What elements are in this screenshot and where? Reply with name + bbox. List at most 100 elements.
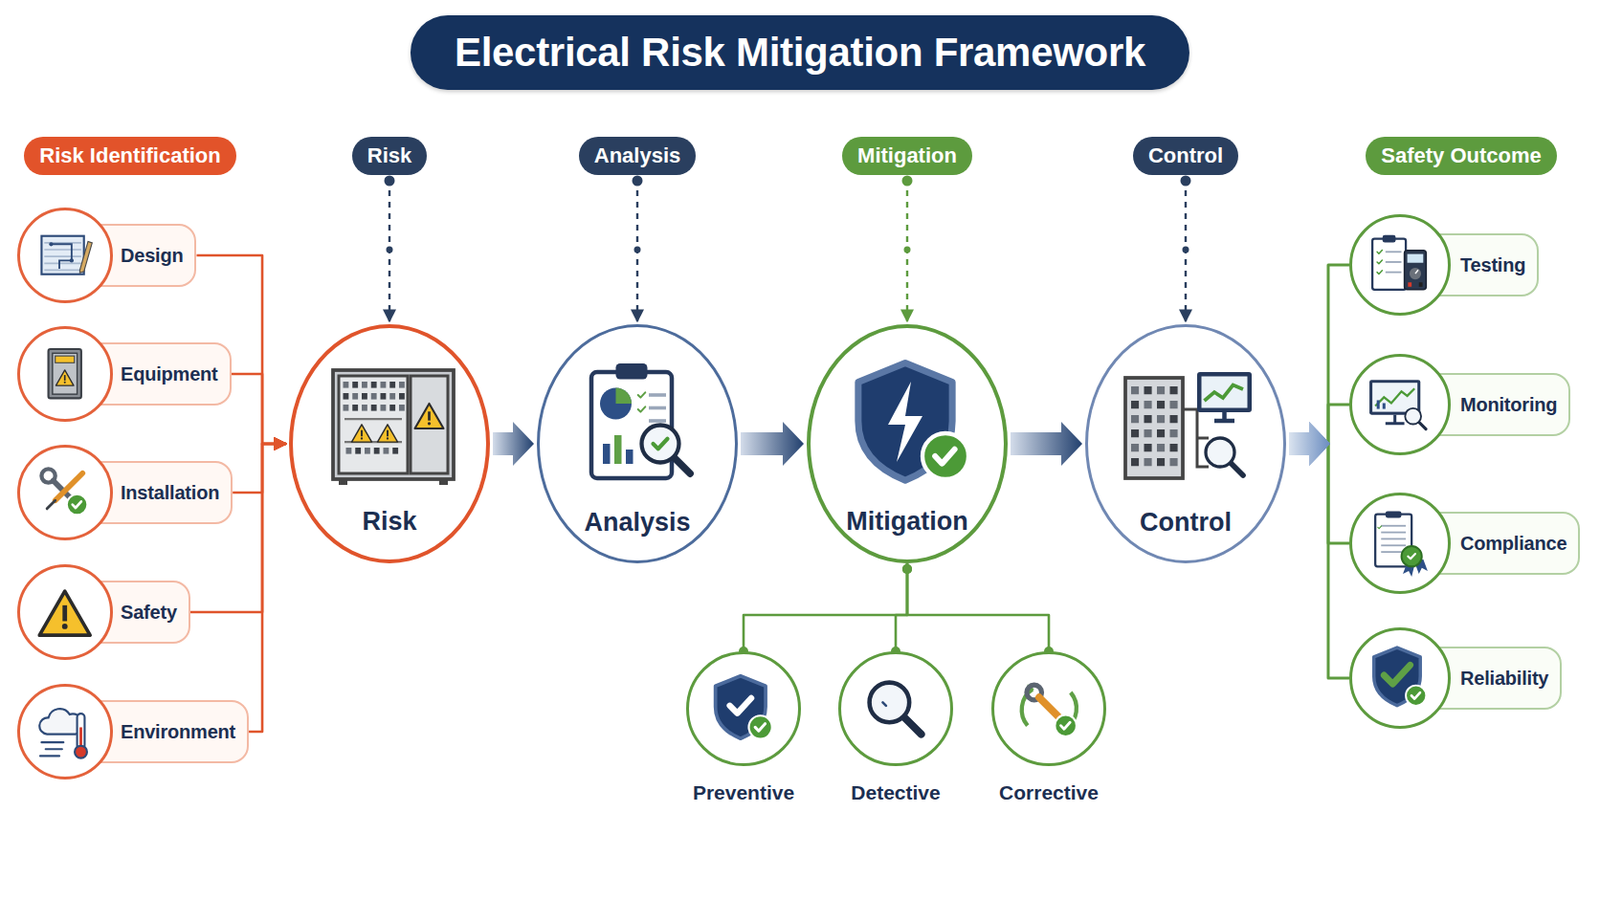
- strategy-ring: [686, 651, 801, 767]
- flow-connector: [902, 563, 1054, 657]
- header-pill: Mitigation: [842, 136, 973, 176]
- connector-dot: [385, 246, 393, 254]
- flow-connector: [902, 176, 913, 323]
- node-label: Reliability: [1460, 667, 1549, 690]
- icon: [1363, 642, 1437, 715]
- node-label: Analysis: [594, 143, 682, 168]
- flow-arrow: [740, 422, 804, 467]
- strategy-ring: [838, 651, 954, 767]
- node-label: Safety Outcome: [1380, 143, 1542, 168]
- icon: [321, 353, 466, 497]
- category-item: Environment: [17, 684, 249, 780]
- flow-connector: [632, 176, 644, 323]
- outcome-item: Compliance: [1349, 492, 1580, 595]
- header-pill: Control: [1133, 136, 1239, 176]
- strategy-circle: Detective: [819, 651, 973, 805]
- flow-connector: [1288, 265, 1350, 467]
- flow-arrow: [492, 422, 534, 467]
- node-label: Equipment: [120, 363, 219, 386]
- branch-line: [907, 563, 1049, 652]
- category-item: Equipment: [17, 326, 232, 423]
- stage-circle: Analysis: [536, 324, 738, 564]
- connector-group: [190, 176, 1350, 734]
- branch-line: [895, 563, 908, 652]
- icon: [854, 667, 938, 752]
- connector-dot: [902, 564, 912, 575]
- icon: [568, 352, 712, 496]
- node-label: Safety: [120, 601, 178, 624]
- outcome-item: Monitoring: [1349, 354, 1571, 456]
- flow-arrow: [1288, 422, 1331, 467]
- node-label: Monitoring: [1460, 394, 1557, 417]
- category-item: Safety: [17, 564, 191, 661]
- item-circle: [1349, 214, 1451, 316]
- node-label: Mitigation: [857, 143, 957, 168]
- connector-dot: [902, 176, 913, 187]
- item-circle: [1349, 627, 1451, 730]
- node-label: Installation: [120, 482, 220, 505]
- flow-connector: [890, 563, 912, 657]
- outcome-item: Testing: [1349, 214, 1539, 316]
- node-label: Compliance: [1460, 533, 1567, 556]
- strategy-circle: Preventive: [666, 651, 821, 805]
- bracket-line: [1328, 444, 1350, 544]
- flow-connector: [231, 374, 287, 445]
- outcome-item: Reliability: [1349, 627, 1562, 730]
- item-circle: [17, 326, 113, 423]
- icon: [839, 353, 983, 497]
- bracket-arrow: [248, 444, 287, 733]
- icon: [1116, 352, 1261, 496]
- node-label: Risk: [367, 143, 412, 168]
- header-pill: Risk Identification: [23, 136, 236, 176]
- item-circle: [1349, 354, 1451, 456]
- icon: [30, 697, 99, 766]
- category-item: Design: [17, 207, 197, 304]
- flow-arrow: [1288, 422, 1331, 467]
- node-label: Risk: [361, 507, 417, 537]
- item-circle: [17, 684, 113, 780]
- flow-arrow: [1288, 422, 1331, 467]
- node-label: Control: [1139, 508, 1232, 538]
- item-circle: [17, 564, 113, 661]
- flow-connector: [1288, 422, 1350, 679]
- icon: [1363, 228, 1437, 302]
- title-banner: Electrical Risk Mitigation Framework: [410, 15, 1190, 90]
- flow-connector: [248, 444, 287, 733]
- item-circle: [17, 444, 113, 541]
- node-label: Risk Identification: [39, 143, 221, 168]
- icon: [30, 458, 99, 527]
- node-label: Mitigation: [845, 507, 968, 537]
- strategy-ring: [991, 651, 1107, 767]
- item-circle: [17, 207, 113, 304]
- connector-dot: [902, 564, 912, 575]
- header-pill: Safety Outcome: [1365, 136, 1557, 176]
- flow-connector: [232, 444, 287, 493]
- node-label: Preventive: [692, 781, 795, 805]
- flow-connector: [1288, 422, 1350, 544]
- connector-dot: [1179, 176, 1191, 187]
- icon: [1007, 667, 1091, 752]
- node-label: Detective: [850, 781, 940, 805]
- node-label: Design: [120, 244, 183, 267]
- branch-line: [743, 563, 908, 652]
- flow-connector: [492, 422, 534, 467]
- connector-dot: [902, 564, 912, 575]
- connector-dot: [632, 176, 644, 187]
- node-label: Testing: [1460, 254, 1526, 277]
- connector-dot: [634, 246, 642, 254]
- bracket-arrow: [232, 444, 287, 493]
- flow-connector: [1179, 176, 1191, 323]
- header-pill: Risk: [352, 136, 427, 176]
- item-circle: [1349, 492, 1451, 595]
- strategy-circle: Corrective: [972, 651, 1126, 805]
- connector-dot: [904, 246, 912, 254]
- node-label: Corrective: [999, 781, 1099, 805]
- bracket-line: [1328, 265, 1350, 445]
- title-text: Electrical Risk Mitigation Framework: [454, 29, 1146, 75]
- flow-connector: [383, 176, 395, 323]
- icon: [1363, 507, 1437, 580]
- flow-connector: [740, 422, 804, 467]
- bracket-line: [1328, 444, 1350, 679]
